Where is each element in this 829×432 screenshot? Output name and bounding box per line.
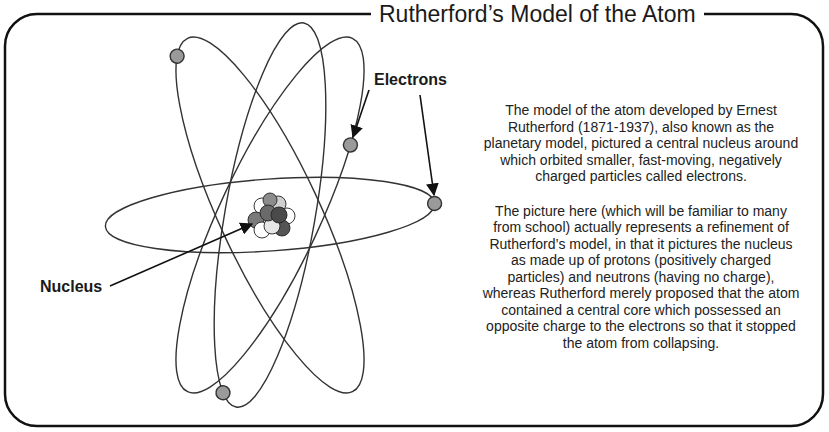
electron [215,385,231,401]
description-text: The model of the atom developed by Ernes… [482,102,800,185]
electron [341,136,360,155]
frame-border [5,14,823,426]
orbit [103,167,444,262]
part-label: Electrons [374,70,447,89]
leader-arrow [353,90,369,137]
leader-arrow [420,95,434,195]
electron [427,196,442,211]
diagram-title: Rutherford’s Model of the Atom [371,2,704,26]
orbit [142,17,398,413]
orbit [142,17,397,413]
orbit [192,15,348,415]
nucleus [248,193,295,238]
electron [168,47,187,66]
description-text: The picture here (which will be familiar… [482,203,800,352]
leader-arrow [110,224,252,286]
part-label: Nucleus [40,277,102,296]
